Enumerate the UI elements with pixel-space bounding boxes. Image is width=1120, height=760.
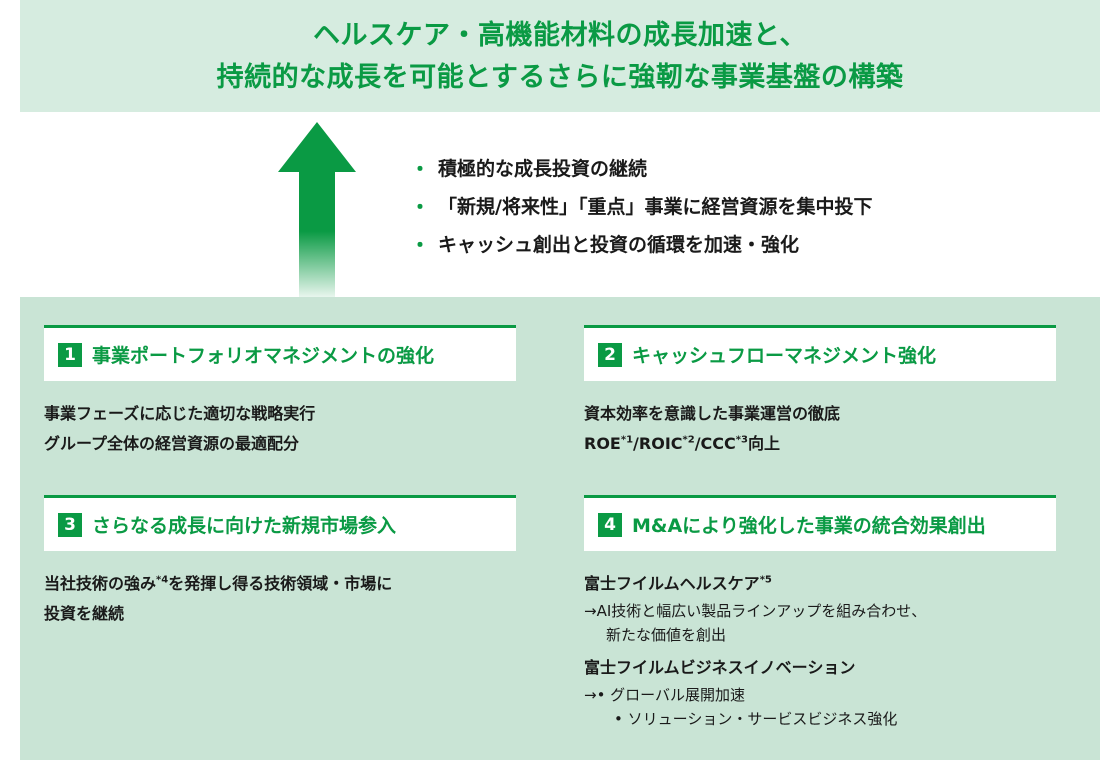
- card-1-title: 事業ポートフォリオマネジメントの強化: [92, 345, 435, 367]
- card-2: 2 キャッシュフローマネジメント強化 資本効率を意識した事業運営の徹底 ROE*…: [584, 325, 1056, 459]
- top-banner: ヘルスケア・高機能材料の成長加速と、 持続的な成長を可能とするさらに強靭な事業基…: [20, 0, 1100, 112]
- card-3-title: さらなる成長に向けた新規市場参入: [92, 515, 397, 537]
- bullet-item: ・キャッシュ創出と投資の循環を加速・強化: [410, 233, 800, 257]
- card-3-body: 当社技術の強み*4を発揮し得る技術領域・市場に 投資を継続: [44, 551, 516, 629]
- card-4: 4 M&Aにより強化した事業の統合効果創出 富士フイルムヘルスケア*5 →AI技…: [584, 495, 1056, 731]
- card-3-header: 3 さらなる成長に向けた新規市場参入: [44, 495, 516, 551]
- card-1-body: 事業フェーズに応じた適切な戦略実行 グループ全体の経営資源の最適配分: [44, 381, 516, 459]
- card-2-header: 2 キャッシュフローマネジメント強化: [584, 325, 1056, 381]
- card-2-metrics: ROE*1/ROIC*2/CCC*3向上: [584, 434, 780, 453]
- card-4-healthcare-sub: →AI技術と幅広い製品ラインアップを組み合わせ、: [584, 602, 927, 620]
- banner-line-2: 持続的な成長を可能とするさらに強靭な事業基盤の構築: [216, 62, 904, 93]
- card-1-number: 1: [58, 342, 82, 367]
- card-3-line: 投資を継続: [44, 604, 125, 623]
- card-4-healthcare: 富士フイルムヘルスケア*5: [584, 574, 772, 593]
- card-2-line: 資本効率を意識した事業運営の徹底: [584, 404, 841, 423]
- card-1: 1 事業ポートフォリオマネジメントの強化 事業フェーズに応じた適切な戦略実行 グ…: [44, 325, 516, 459]
- card-1-header: 1 事業ポートフォリオマネジメントの強化: [44, 325, 516, 381]
- card-2-body: 資本効率を意識した事業運営の徹底 ROE*1/ROIC*2/CCC*3向上: [584, 381, 1056, 459]
- card-4-body: 富士フイルムヘルスケア*5 →AI技術と幅広い製品ラインアップを組み合わせ、 新…: [584, 551, 1056, 731]
- card-3-line: 当社技術の強み*4を発揮し得る技術領域・市場に: [44, 574, 393, 593]
- strategy-panel: 1 事業ポートフォリオマネジメントの強化 事業フェーズに応じた適切な戦略実行 グ…: [20, 297, 1100, 760]
- card-2-title: キャッシュフローマネジメント強化: [632, 345, 937, 367]
- banner-line-1: ヘルスケア・高機能材料の成長加速と、: [313, 20, 807, 51]
- card-4-bi-sub: →• グローバル展開加速: [584, 686, 746, 704]
- bullet-item: ・積極的な成長投資の継続: [410, 157, 648, 181]
- up-arrow-icon: [278, 122, 356, 298]
- card-4-bi-sub: • ソリューション・サービスビジネス強化: [614, 710, 898, 728]
- card-4-business-innovation: 富士フイルムビジネスイノベーション: [584, 658, 856, 677]
- card-4-healthcare-sub: 新たな価値を創出: [606, 626, 727, 644]
- card-1-line: 事業フェーズに応じた適切な戦略実行: [44, 404, 316, 423]
- card-2-number: 2: [598, 342, 622, 367]
- card-4-title: M&Aにより強化した事業の統合効果創出: [632, 515, 986, 537]
- strategy-bullets: ・積極的な成長投資の継続 ・「新規/将来性」「重点」事業に経営資源を集中投下 ・…: [410, 150, 872, 264]
- bullet-item: ・「新規/将来性」「重点」事業に経営資源を集中投下: [410, 195, 873, 219]
- card-1-line: グループ全体の経営資源の最適配分: [44, 434, 300, 453]
- card-3: 3 さらなる成長に向けた新規市場参入 当社技術の強み*4を発揮し得る技術領域・市…: [44, 495, 516, 629]
- card-4-number: 4: [598, 512, 622, 537]
- card-3-number: 3: [58, 512, 82, 537]
- card-4-header: 4 M&Aにより強化した事業の統合効果創出: [584, 495, 1056, 551]
